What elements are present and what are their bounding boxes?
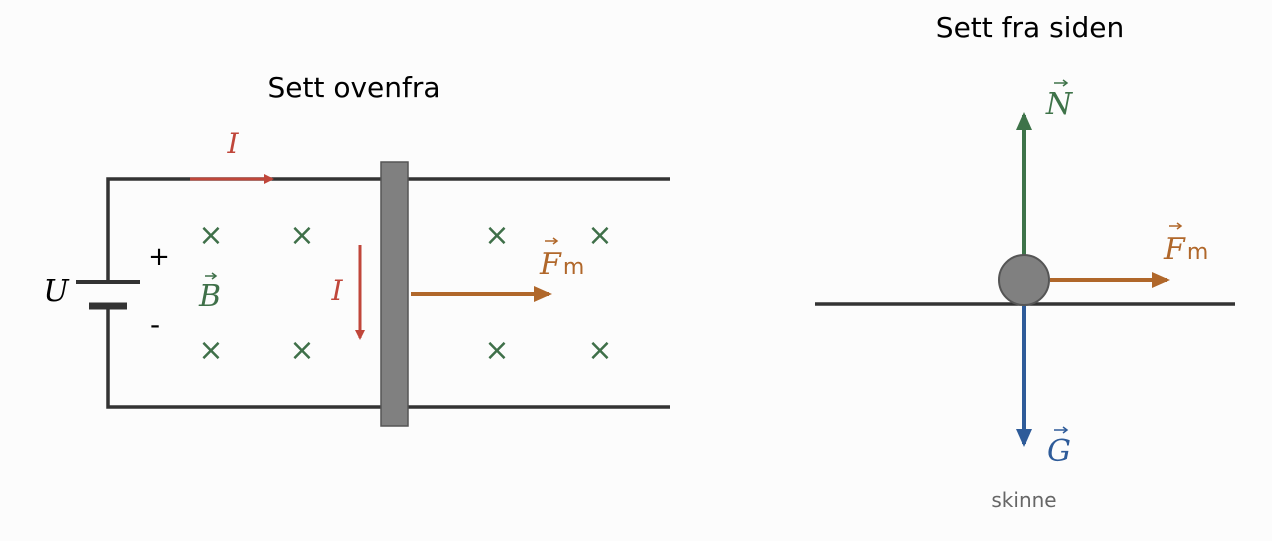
side-view-title: Sett fra siden	[936, 11, 1124, 44]
svg-text:Fm: Fm	[1163, 232, 1208, 267]
current-label-top: I	[226, 127, 239, 160]
battery-plus: +	[148, 242, 170, 272]
conducting-rod	[380, 161, 409, 427]
gravity-label-text: G	[1047, 434, 1071, 469]
field-cross: ×	[289, 333, 314, 368]
field-cross: ×	[198, 333, 223, 368]
force-label-top: Fm	[539, 237, 584, 282]
force-label-text: F	[539, 247, 562, 282]
gravity-label: G	[1047, 426, 1071, 469]
battery-minus: -	[150, 308, 160, 341]
force-subscript: m	[1187, 240, 1208, 265]
field-cross: ×	[484, 218, 509, 253]
field-label-text: B	[198, 279, 221, 314]
field-cross: ×	[587, 218, 612, 253]
force-subscript: m	[563, 255, 584, 280]
top-view-title: Sett ovenfra	[267, 71, 440, 104]
battery-symbol	[76, 280, 140, 310]
field-cross: ×	[198, 218, 223, 253]
force-label-side: Fm	[1163, 222, 1208, 267]
rod-cross-section	[998, 254, 1050, 306]
svg-text:Fm: Fm	[539, 247, 584, 282]
normal-label-text: N	[1045, 87, 1074, 122]
battery-label: U	[43, 274, 70, 309]
force-label-text: F	[1163, 232, 1186, 267]
field-label: B	[198, 272, 221, 314]
circuit-wires	[106, 177, 670, 409]
current-label-rod: I	[330, 274, 343, 307]
normal-label: N	[1045, 79, 1074, 122]
field-cross: ×	[289, 218, 314, 253]
rail-label: skinne	[991, 488, 1056, 512]
field-cross: ×	[484, 333, 509, 368]
magnetic-field-crosses: × × × × × × × ×	[198, 218, 612, 368]
field-cross: ×	[587, 333, 612, 368]
